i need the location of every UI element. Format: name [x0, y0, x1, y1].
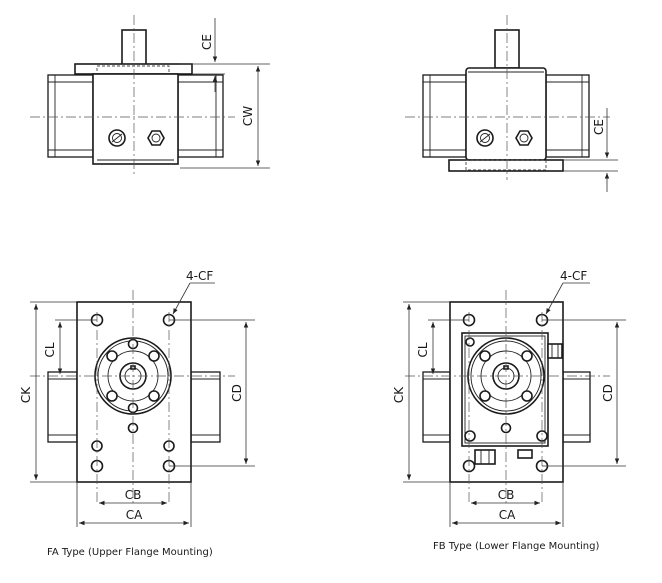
fa-side-view: [30, 15, 270, 175]
fa-cb-label: CB: [125, 488, 142, 502]
fb-ck-label: CK: [392, 386, 406, 403]
fb-side-rail-left: [422, 74, 467, 158]
fb-front-bottom-nut: [474, 449, 533, 465]
fb-front-flange-bolts: [479, 350, 533, 402]
fa-front-rail-left: [47, 371, 78, 443]
fa-cf-label: 4-CF: [186, 269, 213, 283]
fb-ca-label: CA: [499, 508, 516, 522]
fa-cl-label: CL: [43, 342, 57, 357]
fa-side-bolt-left: [108, 129, 126, 147]
fb-side-view: [405, 15, 618, 192]
fb-side-rail-right: [545, 74, 590, 158]
fa-ce-label: CE: [200, 34, 214, 50]
fa-ca-label: CA: [126, 508, 143, 522]
fa-side-body: [92, 73, 179, 165]
fa-side-rail-right: [177, 74, 224, 158]
fb-side-bolt-right: [515, 130, 533, 146]
fb-cd-label: CD: [601, 384, 615, 402]
fb-side-body: [465, 67, 547, 161]
fb-side-bolt-left: [476, 129, 494, 147]
fa-front-view: [30, 282, 255, 527]
fa-cw-label: CW: [241, 106, 255, 126]
fb-caption: FB Type (Lower Flange Mounting): [433, 541, 599, 552]
fa-caption: FA Type (Upper Flange Mounting): [47, 547, 213, 558]
fa-cd-label: CD: [230, 384, 244, 402]
fb-cl-label: CL: [416, 342, 430, 357]
fb-front-rail-right: [562, 371, 591, 443]
fb-ce-label: CE: [592, 119, 606, 135]
fa-side-flange: [74, 63, 193, 75]
fb-cb-label: CB: [498, 488, 515, 502]
fa-front-rail-right: [190, 371, 221, 443]
fa-ck-label: CK: [19, 386, 33, 403]
fa-side-bolt-right: [147, 130, 165, 146]
fa-side-rail-left: [47, 74, 94, 158]
fb-front-side-port: [547, 343, 563, 359]
fb-front-rail-left: [422, 371, 451, 443]
fb-cf-label: 4-CF: [560, 269, 587, 283]
fb-front-view: [403, 282, 626, 527]
